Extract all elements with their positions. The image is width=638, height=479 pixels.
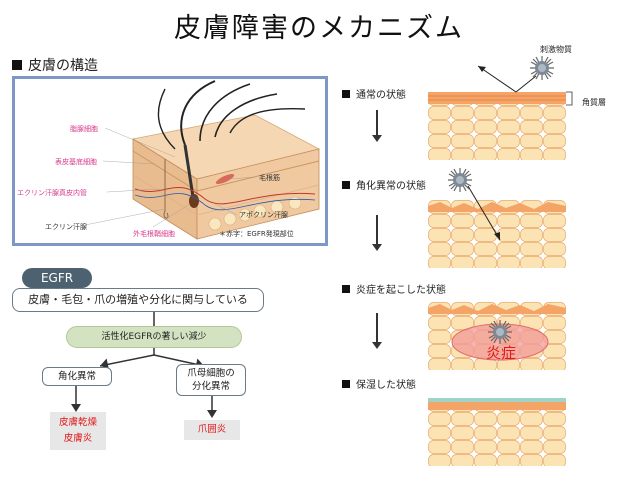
egfr-tag: EGFR	[22, 268, 92, 288]
square-bullet-icon	[342, 90, 350, 98]
state-keratinization-heading: 角化異常の状態	[342, 177, 426, 192]
skin-structure-illustration: 脂腺細胞 表皮基底細胞 エクリン汗腺真皮内管 エクリン汗腺 毛根筋 アポクリン汗…	[12, 76, 328, 246]
square-bullet-icon	[342, 285, 350, 293]
down-arrow-icon	[372, 313, 382, 349]
nail-matrix-abnormality-box: 爪母細胞の 分化異常	[176, 364, 246, 396]
state-inflamed-text: 炎症を起こした状態	[356, 285, 446, 296]
result-dermatitis: 皮膚炎	[63, 433, 93, 444]
label-eccrine-duct: エクリン汗腺真皮内管	[17, 189, 87, 197]
label-arrector-pili: 毛根筋	[259, 174, 280, 182]
result-skin-dryness-box: 皮膚乾燥 皮膚炎	[50, 412, 106, 450]
egfr-decrease-pill: 活性化EGFRの著しい減少	[66, 326, 242, 348]
square-bullet-icon	[12, 60, 22, 70]
label-egfr-note: ＊赤字：EGFR発現部位	[219, 230, 294, 238]
keratinization-abnormality-box: 角化異常	[42, 367, 112, 386]
stimulant-label: 刺激物質	[540, 45, 572, 54]
section-heading-skin-structure: 皮膚の構造	[12, 55, 98, 75]
label-eccrine-gland: エクリン汗腺	[45, 223, 87, 231]
nail-matrix-line2: 分化異常	[191, 381, 230, 392]
square-bullet-icon	[342, 380, 350, 388]
state-normal-text: 通常の状態	[356, 90, 406, 101]
label-outer-root-sheath: 外毛根鞘細胞	[133, 230, 175, 238]
down-arrow-icon	[372, 110, 382, 142]
label-apocrine-gland: アポクリン汗腺	[239, 211, 288, 219]
label-sebaceous-cell: 脂腺細胞	[70, 125, 98, 133]
egfr-description-box: 皮膚・毛包・爪の増殖や分化に関与している	[12, 288, 264, 312]
skin-cross-section-graphic	[84, 80, 321, 240]
state-keratinization-text: 角化異常の状態	[356, 181, 426, 192]
state-moisturized-text: 保湿した状態	[356, 380, 416, 391]
square-bullet-icon	[342, 181, 350, 189]
result-skin-dryness: 皮膚乾燥	[58, 417, 97, 428]
label-epidermal-basal-cell: 表皮基底細胞	[55, 158, 97, 166]
skin-panel-normal	[428, 92, 566, 160]
inflammation-label: 炎症	[486, 344, 517, 362]
stratum-corneum-label: 角質層	[582, 98, 606, 107]
nail-matrix-line1: 爪母細胞の	[187, 368, 235, 379]
state-inflamed-heading: 炎症を起こした状態	[342, 281, 446, 296]
spiky-ball-icon	[448, 168, 472, 192]
state-moisturized-heading: 保湿した状態	[342, 376, 416, 391]
page-title: 皮膚障害のメカニズム	[174, 13, 464, 44]
state-normal-heading: 通常の状態	[342, 86, 406, 101]
spiky-ball-icon	[488, 320, 512, 344]
skin-panel-moisturized	[428, 398, 566, 466]
down-arrow-icon	[372, 215, 382, 251]
section-heading-text: 皮膚の構造	[28, 58, 98, 74]
result-paronychia-box: 爪囲炎	[184, 420, 240, 440]
spiky-ball-icon	[530, 56, 554, 80]
